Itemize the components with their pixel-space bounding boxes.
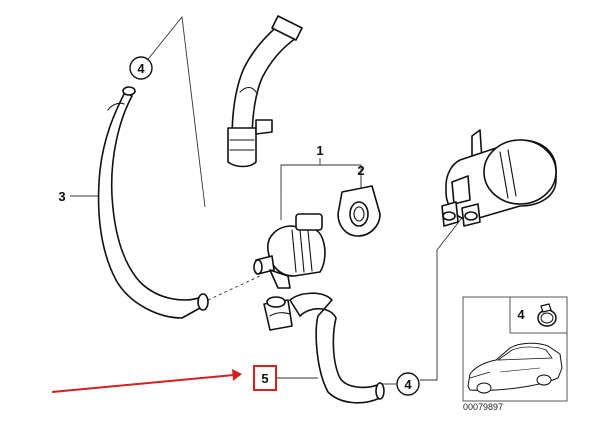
intake-pipe <box>227 15 303 168</box>
callout-5-label: 5 <box>261 371 268 386</box>
hose-3 <box>97 86 209 319</box>
clip-part-2 <box>337 185 381 237</box>
car-thumbnail <box>467 342 563 394</box>
red-arrow <box>51 369 242 393</box>
callout-4-bottom: 4 <box>396 372 420 396</box>
hose-clamp <box>537 303 557 327</box>
callout-2-label: 2 <box>357 163 364 178</box>
callout-1-label: 1 <box>316 143 323 158</box>
leader-lines <box>70 15 466 385</box>
callout-4-inset-label: 4 <box>517 307 525 322</box>
callout-4-top-label: 4 <box>137 61 145 76</box>
callout-4-bottom-label: 4 <box>404 377 412 392</box>
callout-3-label: 3 <box>58 189 65 204</box>
reference-number: 00079897 <box>463 402 503 412</box>
callout-4-top: 4 <box>129 56 153 80</box>
hose-5 <box>263 292 385 404</box>
valve-part-1 <box>253 213 326 289</box>
highlight-box <box>253 365 277 391</box>
callout-5: 5 <box>253 365 277 391</box>
inset-panel: 4 <box>462 296 568 402</box>
canister <box>441 129 557 227</box>
